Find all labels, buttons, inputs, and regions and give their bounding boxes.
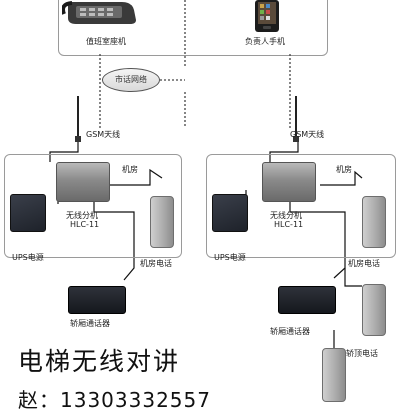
- right-room-phone: [362, 196, 386, 248]
- right-room-label: 机房: [336, 165, 352, 174]
- network-label: 市话网络: [115, 75, 147, 84]
- duty-phone-label: 值班室座机: [86, 37, 126, 46]
- right-car-top-phone-label: 轿顶电话: [346, 349, 378, 358]
- right-antenna-label: GSM天线: [290, 130, 325, 139]
- left-car-intercom: [68, 286, 126, 314]
- left-antenna-cable: [49, 140, 79, 162]
- left-ups-label: UPS电源: [12, 253, 44, 262]
- right-to-car-top-phone: [344, 268, 362, 287]
- right-ups-device: [212, 194, 248, 232]
- left-ups-device: [10, 194, 46, 232]
- mobile-phone-label: 负责人手机: [245, 37, 285, 46]
- right-room-frame: [206, 154, 396, 258]
- left-hub-to-car: [93, 200, 135, 281]
- left-hub-label-2: HLC-11: [70, 220, 100, 229]
- right-antenna-cable: [269, 140, 299, 162]
- right-car-intercom-label: 轿厢通话器: [270, 327, 310, 336]
- right-ups-label: UPS电源: [214, 253, 246, 262]
- top-frame: [58, 0, 328, 56]
- footer-contact: 赵：13303332557: [18, 388, 211, 412]
- left-car-intercom-label: 轿厢通话器: [70, 319, 110, 328]
- right-room-phone-label: 机房电话: [348, 259, 380, 268]
- right-bottom-intercom: [322, 348, 346, 402]
- network-cloud: 市话网络: [102, 68, 160, 92]
- footer-title: 电梯无线对讲: [18, 347, 181, 376]
- right-car-top-phone: [362, 284, 386, 336]
- right-wireless-hub: [262, 162, 316, 202]
- left-room-label: 机房: [122, 165, 138, 174]
- right-hub-label-2: HLC-11: [274, 220, 304, 229]
- left-antenna-label: GSM天线: [86, 130, 121, 139]
- left-room-phone-label: 机房电话: [140, 259, 172, 268]
- right-antenna-icon: [292, 96, 300, 142]
- right-hub-to-car: [289, 200, 346, 279]
- left-hub-to-room-phone: [106, 168, 163, 186]
- left-antenna-icon: [74, 96, 82, 142]
- mobile-phone-icon: [254, 0, 280, 32]
- left-room-phone: [150, 196, 174, 248]
- left-hub-label-1: 无线分机: [66, 211, 98, 220]
- desk-phone-icon: [61, 0, 140, 26]
- right-hub-to-room-phone: [320, 170, 363, 186]
- left-room-frame: [4, 154, 182, 258]
- left-wireless-hub: [56, 162, 110, 202]
- right-hub-label-1: 无线分机: [270, 211, 302, 220]
- right-car-intercom: [278, 286, 336, 314]
